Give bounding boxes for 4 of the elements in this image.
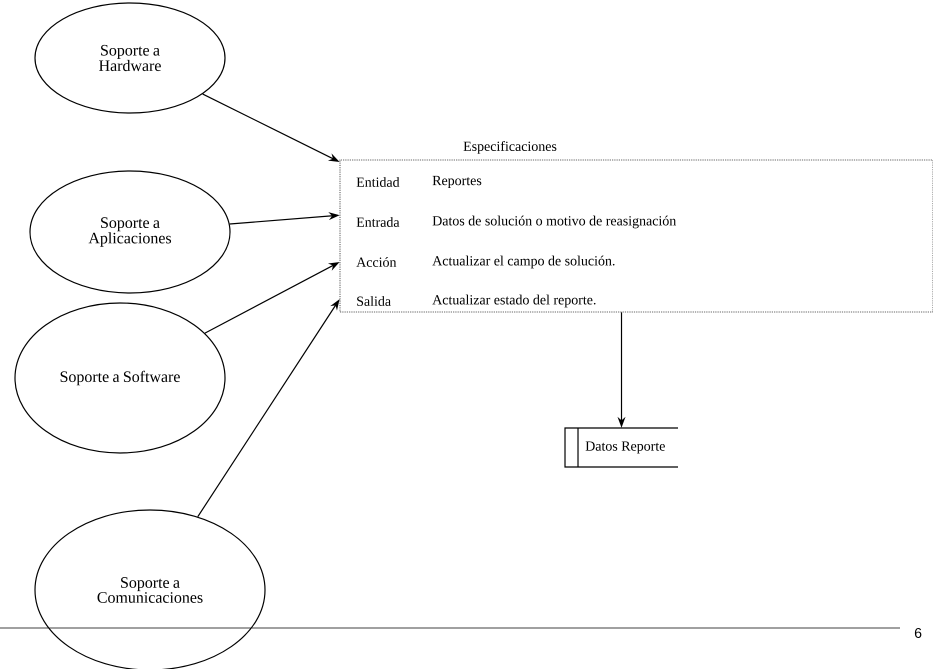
- specification-box: Especificaciones Entidad Reportes Entrada Datos de solución o motivo de reasignación Acción Actualizar el campo de solución. Salida Actualizar estado del reporte.: [340, 141, 933, 312]
- page-number: 6: [914, 628, 922, 638]
- data-store: Datos Reporte: [564, 427, 678, 468]
- node-label: Especificaciones: [464, 141, 556, 154]
